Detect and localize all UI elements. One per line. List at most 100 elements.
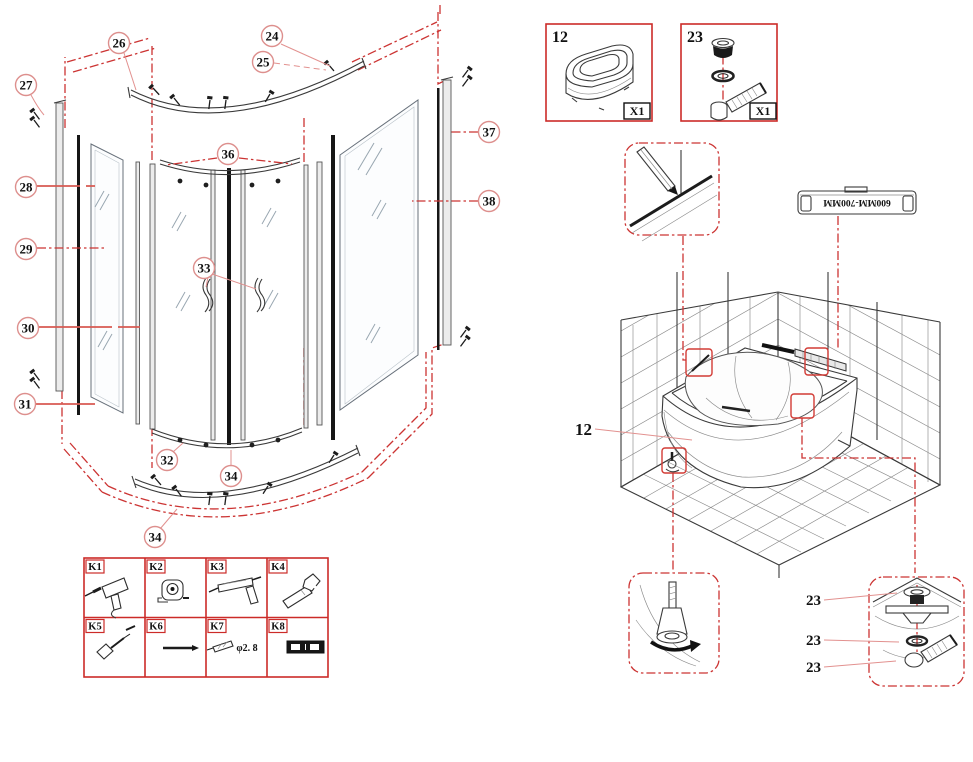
- pencil-detail-view: [624, 142, 720, 242]
- svg-text:25: 25: [257, 55, 271, 70]
- svg-text:24: 24: [266, 29, 280, 44]
- left-panel-edge-bar: [77, 135, 80, 415]
- drain-label-b: 23: [806, 633, 821, 649]
- door-handles: [202, 277, 266, 313]
- pencil-icon: [636, 146, 678, 195]
- tool-label-k1: K1: [88, 562, 101, 573]
- callout-37: 37: [477, 120, 501, 144]
- svg-text:26: 26: [113, 36, 127, 51]
- callout-25: 25: [251, 50, 275, 74]
- tray-annotation-boxes: [661, 347, 829, 474]
- callout-38: 38: [477, 189, 501, 213]
- scene-dashdot-leaders: [672, 216, 916, 573]
- drain-kit-icon: [710, 37, 767, 121]
- tool-cell-k1: K1: [84, 559, 129, 619]
- drill-bit-size-label: φ2. 8: [236, 643, 257, 654]
- part-box-12-id: 12: [552, 29, 568, 46]
- svg-text:34: 34: [225, 469, 239, 484]
- svg-text:36: 36: [222, 147, 236, 162]
- left-fixed-glass-panel: [90, 143, 124, 414]
- rotate-arrow-icon: [650, 640, 695, 652]
- tray-callout-leader: [594, 428, 693, 441]
- svg-text:27: 27: [20, 78, 34, 93]
- callout-24: 24: [260, 24, 284, 48]
- foot-adjust-detail-view: [628, 572, 720, 674]
- callout-28: 28: [14, 175, 38, 199]
- tool-cell-k5: K5: [85, 618, 136, 660]
- tool-label-k7: K7: [210, 622, 223, 633]
- level-size-label: 600MM-700MM: [797, 186, 917, 215]
- svg-text:31: 31: [19, 397, 32, 412]
- svg-text:33: 33: [198, 261, 212, 276]
- level-position-box: [804, 347, 829, 376]
- part-box-12: 12 X1: [545, 23, 653, 122]
- tool-label-k8: K8: [271, 622, 284, 633]
- callout-31: 31: [13, 392, 37, 416]
- callout-33: 33: [192, 256, 216, 280]
- drain-label-c: 23: [806, 660, 821, 676]
- tool-label-k4: K4: [271, 562, 285, 573]
- tray-callout-label: 12: [575, 420, 592, 439]
- tools-table: K1 K2 K3 K4: [83, 557, 329, 678]
- door-bottom-track: [151, 427, 303, 449]
- drill-icon: [84, 577, 129, 619]
- tool-label-k6: K6: [149, 622, 162, 633]
- callout-bubbles: 24 25 26 27 28 29 30 31 32 33 34 34 36 3…: [13, 24, 501, 549]
- part-box-12-qty: X1: [630, 104, 645, 118]
- left-wall-profile: [53, 99, 67, 392]
- callout-27: 27: [14, 73, 38, 97]
- shower-tray: [661, 343, 858, 489]
- pencil-icon: [163, 645, 199, 651]
- right-fixed-glass-panel: [339, 99, 419, 411]
- bottom-curved-rail: [131, 444, 361, 499]
- tray-back-strip: [761, 343, 795, 354]
- top-curved-rail: [127, 57, 367, 114]
- drill-bit-icon: φ2. 8: [206, 640, 258, 654]
- drain-detail-view: [868, 576, 965, 687]
- screwdriver-icon: [96, 625, 136, 660]
- callout-34b: 34: [143, 525, 167, 549]
- svg-text:29: 29: [20, 242, 34, 257]
- door-glass-hatching: [171, 207, 279, 312]
- tool-label-k3: K3: [210, 562, 223, 573]
- shower-tray-icon: [565, 44, 634, 111]
- part-box-23: 23 X1: [680, 23, 778, 122]
- part-box-23-id: 23: [687, 29, 703, 46]
- tool-cell-k4: K4: [268, 559, 321, 609]
- tool-cell-k8: K8: [268, 618, 325, 654]
- drain-label-a: 23: [806, 593, 821, 609]
- callout-26: 26: [107, 31, 131, 55]
- svg-text:38: 38: [483, 194, 497, 209]
- pencil-mark-box: [685, 348, 713, 377]
- level-range-text: 600MM-700MM: [823, 197, 891, 207]
- door-top-track: [159, 157, 301, 188]
- caulk-gun-icon: [208, 576, 262, 605]
- callout-34a: 34: [219, 464, 243, 488]
- tool-cell-k7: K7 φ2. 8: [206, 618, 258, 654]
- tool-cell-k3: K3: [207, 559, 262, 605]
- svg-text:28: 28: [20, 180, 34, 195]
- part-box-23-qty: X1: [756, 104, 771, 118]
- svg-text:34: 34: [149, 530, 163, 545]
- callout-36: 36: [216, 142, 240, 166]
- level-on-tray: [794, 348, 847, 372]
- spirit-level-icon: [286, 640, 325, 654]
- svg-text:30: 30: [22, 321, 35, 336]
- tool-label-k2: K2: [149, 562, 162, 573]
- wrench-icon: [282, 573, 321, 609]
- right-wall-profile: [437, 76, 454, 350]
- tool-cell-k2: K2: [146, 559, 189, 603]
- callout-32: 32: [155, 448, 179, 472]
- foot-position-box: [661, 447, 687, 474]
- drain-part-labels: 23 23 23: [806, 592, 900, 676]
- tool-cell-k6: K6: [146, 618, 199, 651]
- enclosure-exploded-view: [27, 5, 475, 518]
- tool-label-k5: K5: [88, 622, 101, 633]
- callout-29: 29: [14, 237, 38, 261]
- door-frame-bars: [135, 135, 335, 445]
- callout-30: 30: [16, 316, 40, 340]
- svg-text:32: 32: [161, 453, 174, 468]
- installation-scene: 12 600MM-700MM: [575, 142, 965, 687]
